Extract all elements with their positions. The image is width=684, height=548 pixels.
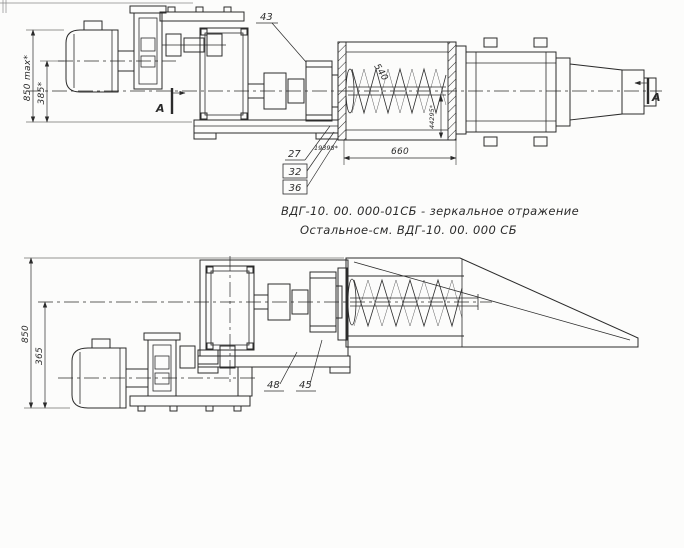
belt-drive-housing	[129, 5, 167, 90]
callout-27-label: 27	[288, 149, 301, 160]
bolt-heads	[167, 6, 232, 13]
dim-44295: 44295*	[428, 95, 444, 139]
shaft-couplings	[248, 60, 339, 122]
section-mark-right: А	[634, 78, 661, 104]
section-label-a-right: А	[651, 91, 661, 104]
bolt-heads	[206, 266, 254, 350]
callout-43-label: 43	[260, 12, 273, 23]
gearbox-bottom	[199, 259, 349, 357]
dim-44295-text: 44295*	[428, 104, 436, 129]
bolt-heads	[137, 405, 242, 412]
belt-drive-bottom	[143, 332, 181, 397]
outlet-barrel	[455, 37, 657, 147]
callout-48: 48	[264, 351, 298, 392]
callout-32: 32	[282, 131, 335, 179]
dim-overall-height-top: 850 max*	[23, 55, 33, 102]
callout-45-label: 45	[299, 380, 312, 391]
note-line-1: ВДГ-10. 00. 000-01СБ - зеркальное отраже…	[281, 204, 579, 218]
callout-36-label: 36	[289, 183, 302, 194]
bearing-row	[162, 33, 226, 57]
bottom-view: 850 365 48 45	[21, 256, 639, 412]
callout-27: 27	[285, 125, 331, 161]
section-mark-left: А	[155, 88, 186, 115]
dim-385: 385*	[37, 81, 47, 104]
bolt-heads	[200, 28, 248, 120]
callout-32-label: 32	[289, 167, 302, 178]
sheet-frame-marks	[0, 0, 193, 13]
callout-43: 43	[256, 12, 307, 63]
callout-45: 45	[296, 339, 323, 392]
top-rail	[159, 6, 245, 22]
dims-left-top: 850 max* 385*	[23, 29, 192, 123]
dim-850: 850	[21, 325, 31, 343]
top-view: 540 А	[23, 5, 662, 195]
dim-screw-540: 540	[371, 62, 389, 83]
auger-bottom	[337, 267, 479, 341]
electric-motor-bottom	[71, 338, 149, 409]
dim-365: 365	[35, 347, 45, 365]
bolt-heads	[483, 37, 548, 147]
bottom-rail	[129, 395, 251, 412]
auger-screw	[345, 67, 447, 115]
dim-660: 660 19398*	[314, 140, 457, 165]
dim-19398-text: 19398*	[314, 144, 339, 152]
dim-660-text: 660	[391, 147, 409, 157]
section-label-a-left: А	[155, 102, 165, 115]
wedge-frame	[345, 257, 639, 348]
notes: ВДГ-10. 00. 000-01СБ - зеркальное отраже…	[281, 204, 579, 237]
electric-motor	[65, 20, 135, 93]
base-plate	[193, 119, 339, 140]
note-line-2: Остальное-см. ВДГ-10. 00. 000 СБ	[300, 223, 517, 237]
callout-48-label: 48	[267, 380, 280, 391]
gearbox-housing	[199, 27, 249, 121]
dims-left-bottom: 850 365	[21, 257, 344, 409]
bearing-row-bottom	[179, 345, 236, 369]
callout-36: 36	[282, 137, 339, 195]
